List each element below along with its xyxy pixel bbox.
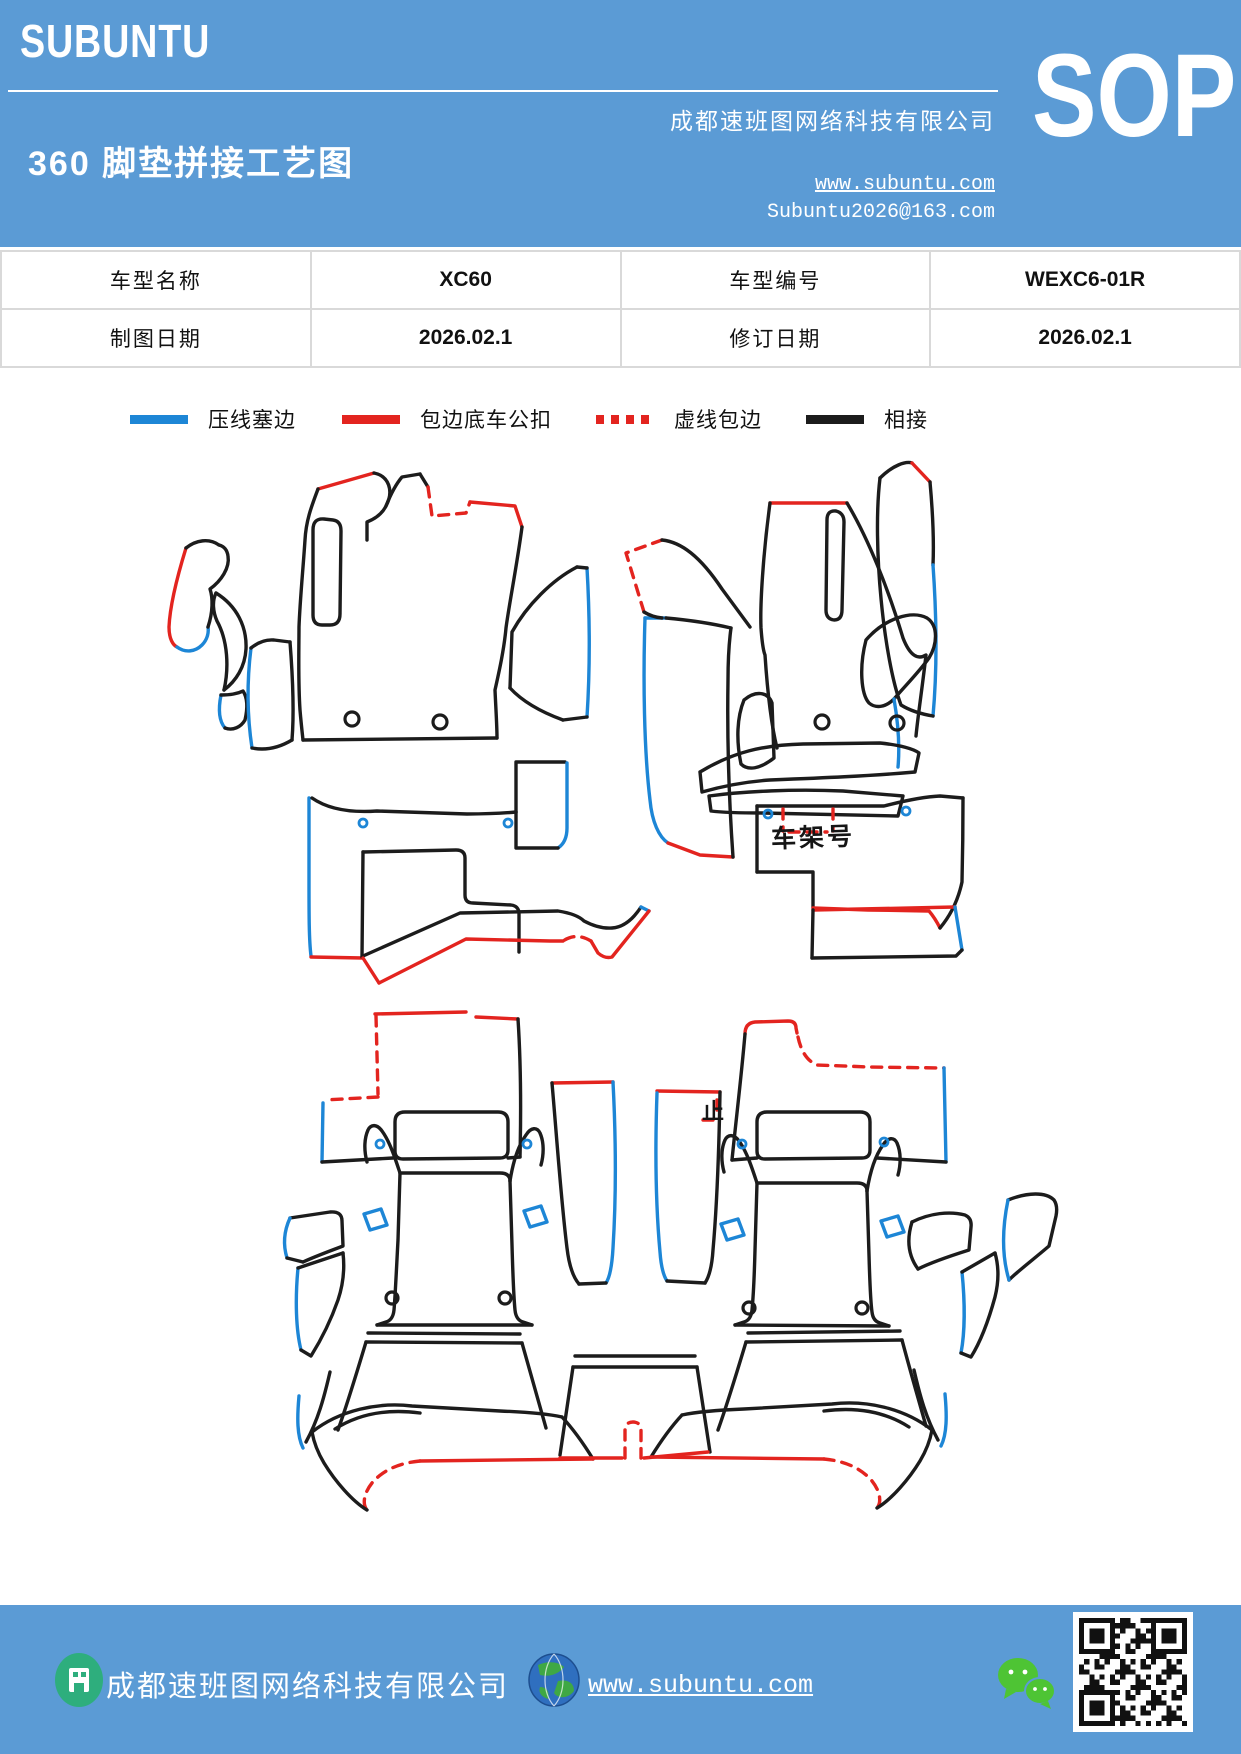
header-company-name: 成都速班图网络科技有限公司 — [670, 108, 995, 134]
table-row: 制图日期 2026.02.1 修订日期 2026.02.1 — [0, 308, 1241, 368]
legend-label: 包边底车公扣 — [420, 409, 552, 432]
legend-swatch — [596, 414, 654, 424]
header-banner: SUBUNTU 成都速班图网络科技有限公司 360 脚垫拼接工艺图 www.su… — [0, 0, 1241, 247]
table-row: 车型名称 XC60 车型编号 WEXC6-01R — [0, 250, 1241, 310]
legend-swatch — [806, 414, 864, 424]
draw-date-label: 制图日期 — [0, 308, 312, 368]
legend-item: 相接 — [806, 402, 928, 436]
frame-number-label: 车架号 — [770, 822, 856, 854]
legend-item: 包边底车公扣 — [342, 402, 552, 436]
company-building-icon — [55, 1653, 103, 1707]
legend-item: 压线塞边 — [130, 402, 296, 436]
revise-date-label: 修订日期 — [619, 308, 932, 368]
line-type-legend: 压线塞边 包边底车公扣 虚线包边 相接 — [118, 402, 1018, 436]
legend-swatch — [130, 414, 188, 424]
sop-watermark: SOP — [1032, 30, 1237, 162]
vehicle-info-table: 车型名称 XC60 车型编号 WEXC6-01R 制图日期 2026.02.1 … — [0, 250, 1241, 368]
wechat-icon — [998, 1658, 1056, 1709]
page-title: 360 脚垫拼接工艺图 — [28, 145, 355, 183]
model-name-label: 车型名称 — [0, 250, 312, 310]
header-email: Subuntu2026@163.com — [766, 201, 995, 224]
footer-website-link[interactable]: www.subuntu.com — [588, 1671, 814, 1700]
revise-date-value: 2026.02.1 — [929, 308, 1241, 368]
legend-swatch — [342, 414, 400, 424]
legend-label: 压线塞边 — [208, 409, 296, 432]
globe-icon — [528, 1653, 580, 1707]
footer-banner: 成都速班图网络科技有限公司 www.subuntu.com — [0, 1605, 1241, 1754]
footer-company-name: 成都速班图网络科技有限公司 — [106, 1671, 510, 1703]
model-code-label: 车型编号 — [619, 250, 932, 310]
header-website-link[interactable]: www.subuntu.com — [814, 173, 995, 196]
legend-label: 相接 — [884, 409, 928, 432]
model-code-value: WEXC6-01R — [929, 250, 1241, 310]
brand-logo: SUBUNTU — [20, 15, 211, 67]
qr-code — [1073, 1612, 1193, 1732]
model-name-value: XC60 — [309, 250, 622, 310]
legend-label: 虚线包边 — [674, 409, 762, 432]
stop-mark-label: 止 — [702, 1099, 725, 1124]
header-divider — [8, 90, 998, 92]
legend-item: 虚线包边 — [596, 402, 762, 436]
draw-date-value: 2026.02.1 — [309, 308, 622, 368]
